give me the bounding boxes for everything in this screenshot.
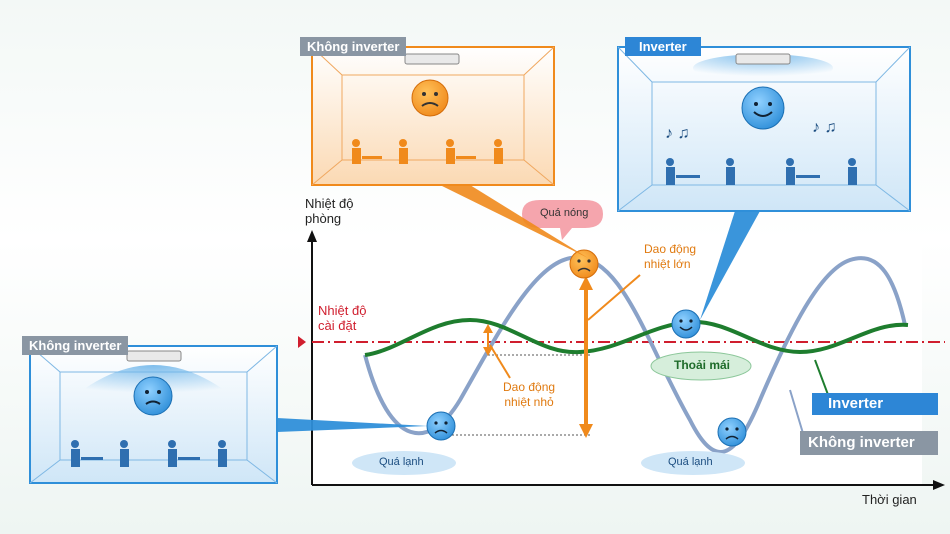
room-tag-inverter-top: Inverter <box>625 37 701 56</box>
setpoint-marker <box>298 336 306 348</box>
x-axis-label: Thời gian <box>862 492 917 507</box>
setpoint-label: Nhiệt độ cài đặt <box>318 303 366 333</box>
too-cold-bubble-1 <box>352 451 456 475</box>
room-inverter-comfortable: ♪ ♫ ♪ ♫ <box>617 46 911 320</box>
y-axis-label: Nhiệt độ phòng <box>305 196 353 226</box>
room-tag-non-inverter-top: Không inverter <box>300 37 407 56</box>
svg-text:♪ ♫: ♪ ♫ <box>812 119 836 136</box>
legend-non-inverter: Không inverter <box>800 431 938 455</box>
inverter-curve <box>364 317 909 357</box>
y-axis-label-line1: Nhiệt độ <box>305 196 354 211</box>
large-fluctuation-arrow-bottom <box>579 424 593 438</box>
small-fluctuation-label-line2: nhiệt nhỏ <box>504 395 554 409</box>
large-fluctuation-pointer <box>587 274 641 321</box>
x-axis-arrow <box>933 480 945 490</box>
small-fluctuation-pointer <box>489 344 511 379</box>
room-tag-non-inverter-left: Không inverter <box>22 336 129 355</box>
too-hot-bubble <box>522 200 603 240</box>
too-cold-label-1: Quá lạnh <box>379 456 424 468</box>
small-fluctuation-label: Dao động nhiệt nhỏ <box>503 380 555 410</box>
legend-inverter: Inverter <box>812 393 938 415</box>
cold-face-icon <box>426 411 456 441</box>
large-fluctuation-label-line2: nhiệt lớn <box>644 257 691 271</box>
small-fluctuation-arrow-top <box>483 324 493 333</box>
large-fluctuation-label-line1: Dao động <box>644 242 697 256</box>
non-inverter-curve <box>363 255 907 454</box>
comfortable-bubble <box>650 351 752 381</box>
hot-face-icon <box>569 249 599 279</box>
room-non-inverter-hot <box>311 46 588 258</box>
comfortable-label: Thoải mái <box>674 358 731 372</box>
ceiling-ac-unit-icon <box>404 53 460 65</box>
y-axis-arrow <box>307 230 317 242</box>
svg-text:♪ ♫: ♪ ♫ <box>665 125 689 142</box>
cold-face-icon-2 <box>717 417 747 447</box>
small-fluctuation-label-line1: Dao động <box>503 380 556 394</box>
too-hot-label: Quá nóng <box>540 207 589 219</box>
too-cold-label-2: Quá lạnh <box>668 456 713 468</box>
small-fluctuation-arrow-bottom <box>483 347 493 356</box>
happy-face-icon <box>671 309 701 339</box>
large-fluctuation-label: Dao động nhiệt lớn <box>644 242 696 272</box>
setpoint-label-line1: Nhiệt độ <box>318 303 367 318</box>
y-axis-label-line2: phòng <box>305 211 342 226</box>
too-cold-bubble-2 <box>641 451 745 475</box>
room-non-inverter-cold <box>29 345 428 484</box>
large-fluctuation-arrow-top <box>579 276 593 290</box>
setpoint-label-line2: cài đặt <box>318 318 357 333</box>
